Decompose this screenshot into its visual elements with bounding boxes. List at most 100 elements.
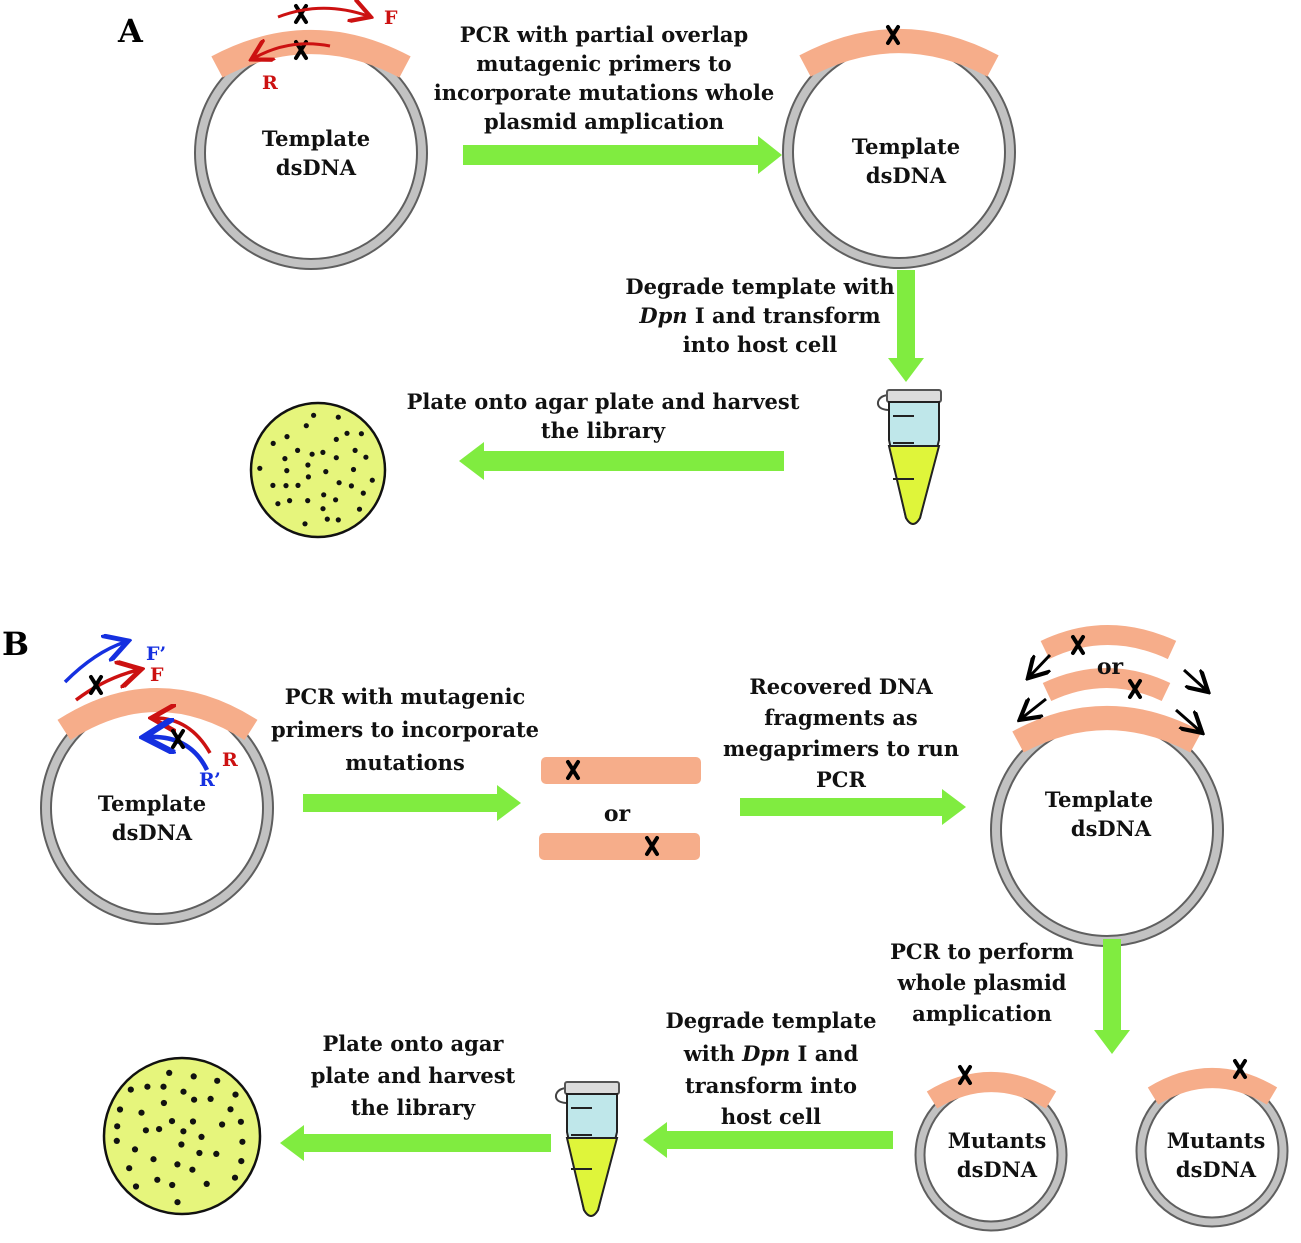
colony-dot: [219, 1121, 226, 1128]
panel-b-step1: PCR with mutagenic primers to incorporat…: [271, 684, 539, 821]
plasmid-label-line2: dsDNA: [866, 163, 947, 188]
colony-dot: [324, 516, 330, 522]
colony-dot: [311, 412, 317, 418]
step-text-line: transform into: [685, 1073, 857, 1098]
colony-dot: [284, 468, 290, 474]
dna-fragment: [539, 833, 700, 860]
step-text-line: with Dpn I and: [683, 1041, 859, 1066]
colony-dot: [270, 482, 276, 488]
colony-dot: [180, 1088, 187, 1095]
process-arrow-down: [888, 270, 924, 382]
colony-dot: [150, 1156, 157, 1163]
step-text-line: into host cell: [683, 332, 837, 357]
colony-dot: [321, 492, 327, 498]
colony-dot: [180, 1128, 187, 1135]
gene-insert: [1147, 1068, 1278, 1105]
colony-dot: [284, 434, 290, 440]
plasmid-label-line1: Mutants: [948, 1128, 1047, 1153]
primer-f-prime-label: F’: [146, 643, 166, 665]
colony-dot: [356, 506, 363, 512]
plasmid-label-line2: dsDNA: [1176, 1157, 1257, 1182]
colony-dot: [126, 1165, 133, 1172]
gene-insert: [926, 1072, 1057, 1109]
step-text-line: plasmid amplication: [484, 109, 724, 134]
gene-insert: [799, 29, 999, 77]
process-arrow-left: [459, 442, 784, 480]
tube-cap: [886, 389, 942, 403]
colony-dot: [113, 1137, 120, 1144]
step-text-line: mutagenic primers to: [476, 51, 731, 76]
process-arrow-right: [740, 789, 966, 825]
step-text-line: Degrade template with: [625, 274, 894, 299]
colony-dot: [114, 1123, 121, 1130]
colony-dot: [270, 440, 276, 446]
megaprimer: [1040, 625, 1177, 660]
process-arrow-left: [280, 1125, 551, 1161]
colony-dot: [275, 501, 281, 507]
colony-dot: [335, 517, 341, 523]
step-text-line: the library: [351, 1095, 476, 1120]
panel-b-step5: Plate onto agar plate and harvest the li…: [280, 1031, 551, 1161]
step-text-line: host cell: [721, 1104, 821, 1129]
step-text-line: mutations: [345, 750, 465, 775]
panel-a-step2: Degrade template with Dpn I and transfor…: [625, 270, 924, 382]
colony-dot: [169, 1181, 176, 1189]
step-text-line: Plate onto agar plate and harvest: [407, 389, 800, 414]
step-text-line: Degrade template: [666, 1008, 877, 1033]
colony-dot: [283, 483, 289, 489]
panel-b-label: B: [2, 625, 29, 663]
colony-dot: [336, 480, 342, 486]
colony-dot: [350, 466, 357, 473]
colony-dot: [191, 1096, 198, 1103]
colony-dot: [335, 414, 341, 420]
step-text-line: Plate onto agar: [322, 1031, 504, 1056]
colony-dot: [237, 1118, 244, 1125]
colony-dot: [305, 462, 311, 468]
primer-f-label: F: [150, 664, 164, 686]
plasmid-label-line1: Template: [1045, 787, 1153, 812]
step-text-line: plate and harvest: [311, 1063, 516, 1088]
plasmid-label-line1: Mutants: [1167, 1128, 1266, 1153]
colony-dot: [363, 454, 369, 460]
step-text-line: amplication: [912, 1001, 1052, 1026]
or-text: or: [604, 801, 631, 827]
colony-dot: [302, 521, 308, 527]
dna-fragment: [541, 757, 701, 784]
colony-dot: [344, 430, 350, 436]
colony-dot: [214, 1077, 221, 1084]
colony-dot: [282, 456, 288, 462]
colony-dot: [323, 469, 329, 475]
panel-b-agar-plate: [102, 1056, 262, 1216]
plasmid-label-line1: Template: [98, 791, 206, 816]
step-text-line: fragments as: [764, 705, 918, 730]
process-arrow-left: [643, 1122, 893, 1158]
agar-dish: [249, 401, 387, 539]
extension-arrow: [1030, 653, 1050, 676]
forward-primer-prime-arrow: [63, 642, 125, 684]
colony-dot: [160, 1099, 167, 1107]
step-text-line: PCR with partial overlap: [460, 22, 748, 47]
panel-a-step3: Plate onto agar plate and harvest the li…: [407, 389, 800, 480]
panel-a-agar-plate: [249, 401, 387, 539]
colony-dot: [198, 1133, 205, 1140]
colony-dot: [174, 1161, 181, 1168]
colony-dot: [213, 1150, 220, 1157]
step-text-line: primers to incorporate: [271, 717, 539, 742]
step-text-line: whole plasmid: [897, 970, 1067, 995]
agar-dish: [102, 1056, 262, 1216]
plasmid-ring: [196, 38, 426, 268]
colony-dot: [178, 1141, 185, 1148]
colony-dot: [352, 447, 358, 453]
primer-r-prime-label: R’: [199, 769, 221, 791]
colony-dot: [348, 483, 354, 489]
step-text-line: incorporate mutations whole: [434, 80, 774, 105]
colony-dot: [295, 482, 301, 488]
plasmid-label-line1: Template: [262, 126, 370, 151]
panel-a-template-plasmid: F R Template dsDNA: [194, 6, 428, 270]
colony-dot: [239, 1138, 246, 1145]
panel-a-product-plasmid: Template dsDNA: [782, 25, 1016, 269]
colony-dot: [190, 1073, 197, 1080]
panel-b-step2: Recovered DNA fragments as megaprimers t…: [723, 674, 966, 825]
